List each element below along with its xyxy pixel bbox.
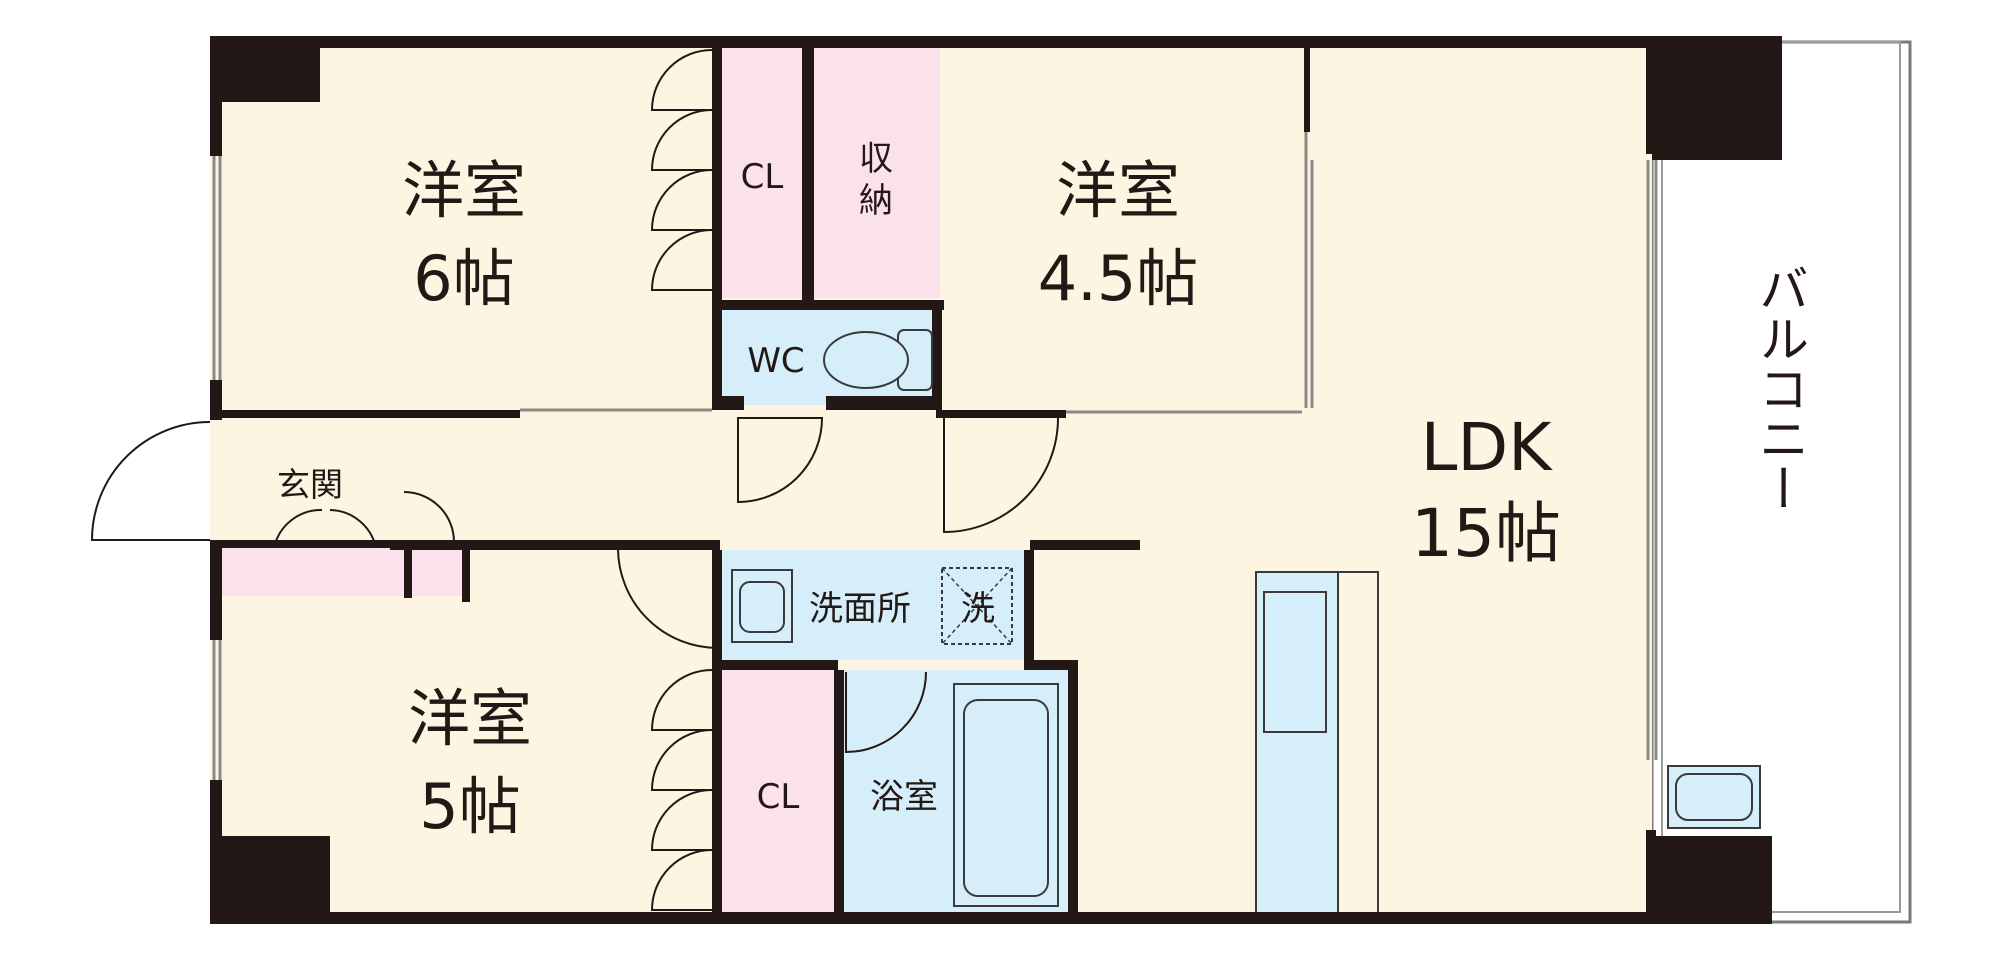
balcony-sink-icon	[1667, 765, 1761, 829]
room-name-western-5: 洋室	[408, 682, 532, 755]
storage-floor	[812, 48, 940, 298]
room-size-western-45: 4.5帖	[1038, 242, 1199, 315]
closet-bottom-label: CL	[757, 777, 800, 817]
bathtub-icon	[953, 683, 1059, 907]
room-name-ldk: LDK	[1421, 409, 1554, 486]
room-labels: 洋室 6帖 洋室 4.5帖 洋室 5帖 LDK 15帖 CL CL 収 納 WC…	[277, 139, 1809, 843]
kitchen-counter-icon	[1255, 571, 1379, 917]
storage-label-line2: 納	[859, 181, 893, 221]
toilet-icon	[823, 329, 933, 391]
door-swing-icon	[90, 49, 1059, 911]
storage-label-line1: 収	[859, 139, 893, 179]
washroom-label: 洗面所	[809, 589, 911, 629]
walls	[210, 36, 1782, 924]
floors	[210, 42, 1652, 922]
room-name-western-6: 洋室	[402, 154, 526, 227]
washing-machine-pan-icon	[941, 567, 1013, 645]
room-size-western-6: 6帖	[413, 242, 514, 315]
room-size-western-5: 5帖	[419, 770, 520, 843]
windows	[212, 132, 1658, 780]
closet-top-label: CL	[741, 157, 784, 197]
closet-top-floor	[722, 48, 802, 298]
shoe-storage-floor	[220, 548, 468, 596]
washer-label: 洗	[961, 589, 995, 629]
entrance-label: 玄関	[277, 465, 343, 504]
bathroom-label: 浴室	[870, 777, 938, 817]
balcony-label: バルコニー	[1751, 263, 1809, 513]
closet-bottom-floor	[722, 670, 834, 916]
room-name-western-45: 洋室	[1056, 154, 1180, 227]
room-size-ldk: 15帖	[1411, 495, 1561, 572]
wc-label: WC	[747, 341, 804, 381]
washbasin-icon	[731, 569, 793, 643]
